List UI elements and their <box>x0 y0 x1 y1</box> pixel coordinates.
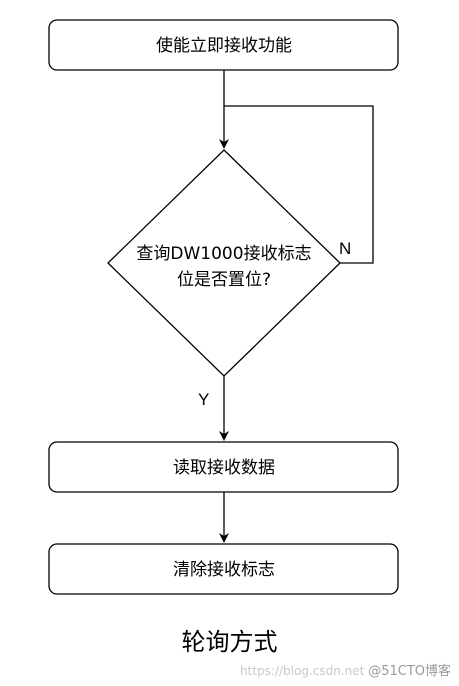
clear-flag-label: 清除接收标志 <box>173 560 275 580</box>
enable-receive-label: 使能立即接收功能 <box>156 35 292 56</box>
no-branch-label: N <box>339 239 351 258</box>
read-data-label: 读取接收数据 <box>173 458 275 478</box>
check-flag-label-line2: 位是否置位? <box>177 270 271 290</box>
yes-branch-label: Y <box>198 390 209 409</box>
watermark: https://blog.csdn.net @51CTO博客 <box>240 660 451 679</box>
diagram-caption: 轮询方式 <box>181 628 278 656</box>
loop-back-connector <box>224 105 374 264</box>
check-flag-label-line1: 查询DW1000接收标志 <box>136 244 311 264</box>
clear-flag-box <box>48 543 399 595</box>
watermark-url: https://blog.csdn.net <box>240 664 365 678</box>
watermark-brand: @51CTO博客 <box>368 664 451 679</box>
